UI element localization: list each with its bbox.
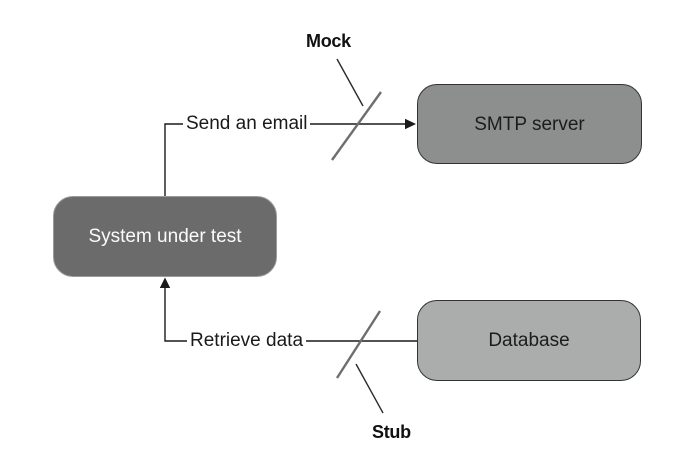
edge-label-retrieve-data: Retrieve data — [187, 330, 307, 352]
send-email-connector-line — [164, 123, 408, 196]
annotation-stub-label: Stub — [372, 422, 411, 442]
edge-label-send-an-email: Send an email — [183, 113, 311, 135]
retrieve-data-connector-line — [164, 286, 417, 342]
retrieve-data-arrowhead — [159, 277, 171, 288]
node-database-label: Database — [488, 330, 570, 351]
stub-pointer-line — [355, 363, 384, 414]
stub-slash — [335, 310, 382, 379]
mock-pointer-line — [336, 58, 364, 107]
node-system-under-test-label: System under test — [88, 226, 242, 247]
node-system-under-test: System under test — [53, 196, 277, 277]
node-smtp-server-label: SMTP server — [474, 113, 585, 135]
annotation-mock-label: Mock — [306, 31, 351, 51]
mock-slash — [331, 91, 382, 161]
node-database: Database — [417, 300, 641, 381]
node-smtp-server: SMTP server — [417, 84, 642, 164]
send-email-arrowhead — [405, 118, 416, 130]
